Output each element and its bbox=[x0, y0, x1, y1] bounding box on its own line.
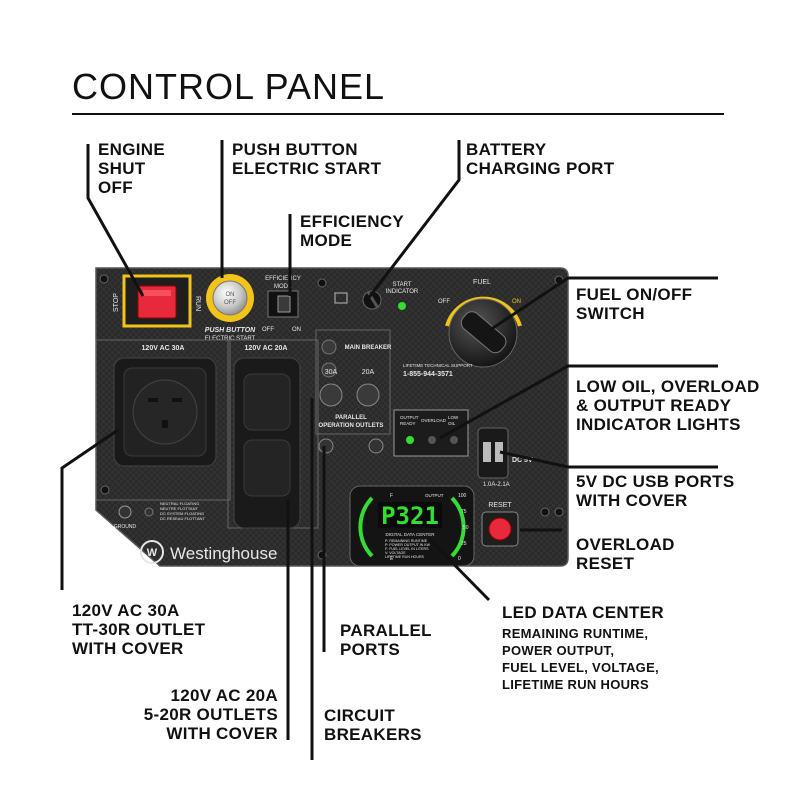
ddc-f: F bbox=[390, 493, 393, 499]
leader-30a-outlet bbox=[60, 428, 119, 590]
run-label: RUN bbox=[194, 296, 201, 311]
breaker-30a-caption: 30A bbox=[325, 369, 338, 376]
ground-caption: GROUND bbox=[114, 524, 137, 530]
scale-25: 25 bbox=[461, 541, 467, 547]
ac30-caption: 120V AC 30A bbox=[142, 345, 185, 352]
callout-parallel-ports: PARALLEL PORTS bbox=[340, 621, 432, 659]
ddc-line-2: P: POWER OUTPUT IN KW bbox=[385, 543, 431, 547]
callout-led-data-center: LED DATA CENTER bbox=[502, 603, 664, 622]
title-underline bbox=[72, 113, 724, 115]
support-phone: 1-855-944-3571 bbox=[403, 371, 453, 378]
callout-fuel-switch: FUEL ON/OFF SWITCH bbox=[576, 285, 693, 323]
neutral-caption-2: NEUTRE FLOTTANT bbox=[160, 506, 198, 511]
callout-20a-outlets: 120V AC 20A 5-20R OUTLETS WITH COVER bbox=[143, 686, 278, 743]
leader-engine-shutoff bbox=[86, 144, 145, 297]
stop-label: STOP bbox=[113, 293, 120, 312]
efficiency-caption: EFFICIENCY bbox=[265, 276, 301, 282]
callout-battery-charging-port: BATTERY CHARGING PORT bbox=[466, 140, 615, 178]
fuel-off-caption: OFF bbox=[438, 299, 450, 305]
start-indicator-caption-1: START bbox=[392, 282, 411, 288]
callout-overload-reset: OVERLOAD RESET bbox=[576, 535, 675, 573]
parallel-caption-2: OPERATION OUTLETS bbox=[319, 423, 384, 429]
support-caption: LIFETIME TECHNICAL SUPPORT bbox=[403, 363, 473, 368]
brand-name: Westinghouse bbox=[170, 544, 277, 563]
ground-terminal bbox=[118, 505, 132, 519]
low-oil-led bbox=[450, 436, 458, 444]
tt30r-outlet bbox=[132, 379, 198, 445]
fuel-knob bbox=[460, 311, 507, 354]
ind-overload: OVERLOAD bbox=[421, 418, 447, 423]
led-display: P321 bbox=[381, 502, 439, 530]
ddc-line-1: P: REMAINING RUNTIME bbox=[385, 539, 428, 543]
usb-port-1 bbox=[483, 442, 491, 462]
overload-led bbox=[428, 436, 436, 444]
overload-reset-button bbox=[488, 517, 512, 541]
leader-fuel-switch bbox=[489, 276, 718, 332]
on-label: ON bbox=[226, 292, 235, 298]
callout-engine-shutoff: ENGINE SHUT OFF bbox=[98, 140, 165, 197]
5-20r-outlet-top bbox=[243, 373, 291, 431]
westinghouse-logo bbox=[140, 540, 164, 564]
start-indicator-led bbox=[398, 302, 406, 310]
usb-rating: 1.0A-2.1A bbox=[483, 482, 510, 488]
callout-efficiency-mode: EFFICIENCY MODE bbox=[300, 212, 405, 250]
callout-led-data-center-details: REMAINING RUNTIME, POWER OUTPUT, FUEL LE… bbox=[502, 626, 659, 692]
ddc-title: DIGITAL DATA CENTER bbox=[385, 532, 435, 537]
parallel-caption-1: PARALLEL bbox=[335, 415, 367, 421]
ddc-e: E bbox=[390, 556, 394, 562]
fuel-caption: FUEL bbox=[473, 279, 491, 286]
eff-off-label: OFF bbox=[262, 327, 274, 333]
scale-75: 75 bbox=[461, 509, 467, 515]
ac20-caption: 120V AC 20A bbox=[245, 345, 288, 352]
scale-100: 100 bbox=[458, 493, 467, 499]
leader-indicator-lights bbox=[439, 364, 718, 440]
breaker-20a bbox=[356, 383, 380, 407]
indicator-lights-panel bbox=[393, 409, 469, 457]
scale-0: 0 bbox=[458, 556, 461, 562]
leader-battery bbox=[365, 140, 461, 301]
page-title: CONTROL PANEL bbox=[72, 66, 386, 107]
scale-50: 50 bbox=[463, 525, 469, 531]
ind-output: OUTPUT bbox=[400, 415, 419, 420]
start-button bbox=[212, 280, 248, 316]
ddc-line-4: V: VOLTAGE bbox=[385, 551, 406, 555]
callout-push-button-start: PUSH BUTTON ELECTRIC START bbox=[232, 140, 382, 178]
push-button-caption: PUSH BUTTON bbox=[205, 327, 256, 334]
usb-port-2 bbox=[495, 442, 503, 462]
parallel-port-left bbox=[318, 438, 334, 454]
main-breaker-caption: MAIN BREAKER bbox=[345, 345, 392, 351]
dc5v-caption: DC 5V bbox=[512, 457, 533, 464]
leader-lines bbox=[60, 140, 718, 760]
start-indicator-caption-2: INDICATOR bbox=[386, 289, 419, 295]
ind-low: LOW bbox=[448, 415, 459, 420]
ind-ready: READY bbox=[400, 421, 416, 426]
callout-circuit-breakers: CIRCUIT BREAKERS bbox=[324, 706, 422, 744]
mode-caption: MODE bbox=[274, 284, 292, 290]
callout-indicator-lights: LOW OIL, OVERLOAD & OUTPUT READY INDICAT… bbox=[576, 377, 760, 434]
callout-usb-ports: 5V DC USB PORTS WITH COVER bbox=[576, 472, 735, 510]
efficiency-switch bbox=[277, 295, 291, 313]
leader-usb bbox=[499, 450, 718, 469]
5-20r-outlet-bottom bbox=[243, 439, 291, 497]
westinghouse-logo-mark: W bbox=[147, 547, 158, 559]
fuel-on-caption: ON bbox=[512, 299, 521, 305]
eff-on-label: ON bbox=[292, 327, 301, 333]
output-ready-led bbox=[406, 436, 414, 444]
ddc-line-3: F: FUEL LEVEL IN LITERS bbox=[385, 547, 429, 551]
dc-system-caption-2: DC RÉSEAU FLOTTANT bbox=[160, 516, 205, 521]
callout-30a-outlet: 120V AC 30A TT-30R OUTLET WITH COVER bbox=[72, 601, 206, 658]
off-label: OFF bbox=[224, 300, 236, 306]
breaker-30a bbox=[319, 383, 343, 407]
electric-start-caption: ELECTRIC START bbox=[205, 336, 256, 342]
parallel-port-right bbox=[368, 438, 384, 454]
neutral-caption-1: NEUTRAL FLOATING bbox=[160, 501, 199, 506]
ddc-output: OUTPUT bbox=[425, 493, 444, 498]
ind-oil: OIL bbox=[448, 421, 456, 426]
leader-led-data-center bbox=[428, 538, 491, 602]
ddc-line-5: LIFETIME RUN HOURS bbox=[385, 555, 425, 559]
dc-system-caption-1: DC SYSTEM FLOATING bbox=[160, 511, 204, 516]
reset-caption: RESET bbox=[488, 502, 512, 509]
breaker-20a-caption: 20A bbox=[362, 369, 375, 376]
